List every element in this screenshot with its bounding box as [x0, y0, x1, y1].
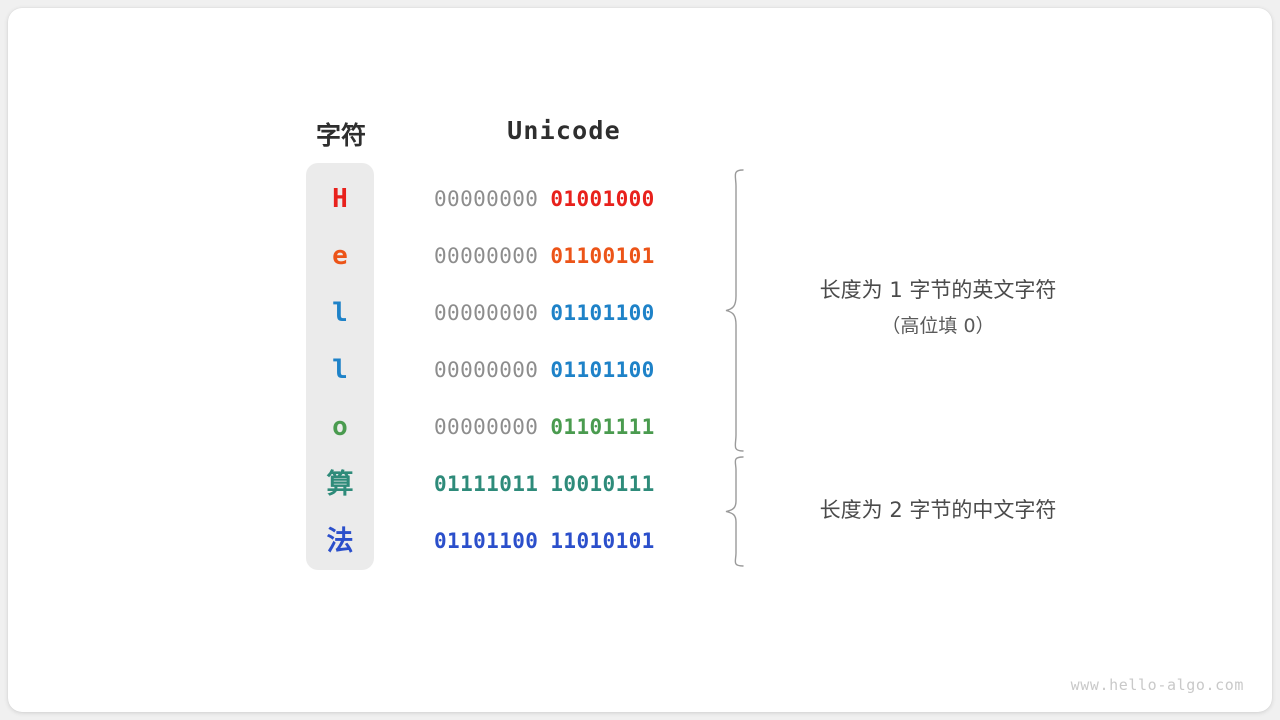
- row-high-byte: 01101100: [434, 529, 539, 553]
- row-character: 算: [326, 469, 354, 500]
- row-low-byte: 01001000: [550, 187, 655, 211]
- row-low-byte: 11010101: [550, 529, 655, 553]
- column-header-character: 字符: [315, 122, 366, 150]
- row-high-byte: 00000000: [434, 358, 539, 382]
- row-unicode-bits: 00000000 01001000: [434, 171, 696, 228]
- table-row: o 00000000 01101111: [8, 399, 1272, 456]
- row-low-byte: 01101111: [550, 415, 655, 439]
- row-low-byte: 01100101: [550, 244, 655, 268]
- annotation-english-group: 长度为 1 字节的英文字符 （高位填 0）: [768, 272, 1108, 344]
- annotation-english-line2: （高位填 0）: [881, 315, 995, 337]
- row-unicode-bits: 01101100 11010101: [434, 513, 696, 570]
- diagram-stage: 字符 Unicode H 00000000 01001000 e 00000000 011…: [8, 8, 1272, 712]
- row-low-byte: 10010111: [550, 472, 655, 496]
- table-row: H 00000000 01001000: [8, 171, 1272, 228]
- row-low-byte: 01101100: [550, 358, 655, 382]
- row-high-byte: 01111011: [434, 472, 539, 496]
- annotation-chinese-line1: 长度为 2 字节的中文字符: [819, 498, 1057, 522]
- row-high-byte: 00000000: [434, 415, 539, 439]
- row-low-byte: 01101100: [550, 301, 655, 325]
- row-unicode-bits: 00000000 01101100: [434, 285, 696, 342]
- watermark-url: www.hello-algo.com: [1070, 676, 1244, 694]
- row-high-byte: 00000000: [434, 244, 539, 268]
- brace-english-group: [725, 169, 744, 452]
- table-row: e 00000000 01100101: [8, 228, 1272, 285]
- row-high-byte: 00000000: [434, 301, 539, 325]
- row-unicode-bits: 00000000 01100101: [434, 228, 696, 285]
- row-character: l: [332, 298, 348, 328]
- table-row: l 00000000 01101100: [8, 285, 1272, 342]
- table-row: 算 01111011 10010111: [8, 456, 1272, 513]
- row-character: H: [332, 184, 348, 214]
- row-unicode-bits: 01111011 10010111: [434, 456, 696, 513]
- row-character: o: [332, 412, 348, 442]
- diagram-card: 字符 Unicode H 00000000 01001000 e 00000000 011…: [8, 8, 1272, 712]
- table-row: 法 01101100 11010101: [8, 513, 1272, 570]
- row-unicode-bits: 00000000 01101100: [434, 342, 696, 399]
- row-character: 法: [326, 526, 354, 557]
- annotation-chinese-group: 长度为 2 字节的中文字符: [768, 492, 1108, 528]
- table-row: l 00000000 01101100: [8, 342, 1272, 399]
- row-high-byte: 00000000: [434, 187, 539, 211]
- annotation-english-line1: 长度为 1 字节的英文字符: [819, 278, 1057, 302]
- row-unicode-bits: 00000000 01101111: [434, 399, 696, 456]
- row-character: e: [332, 241, 348, 271]
- character-column-panel: [306, 163, 374, 570]
- column-header-unicode: Unicode: [507, 116, 621, 145]
- row-character: l: [332, 355, 348, 385]
- brace-chinese-group: [725, 456, 744, 567]
